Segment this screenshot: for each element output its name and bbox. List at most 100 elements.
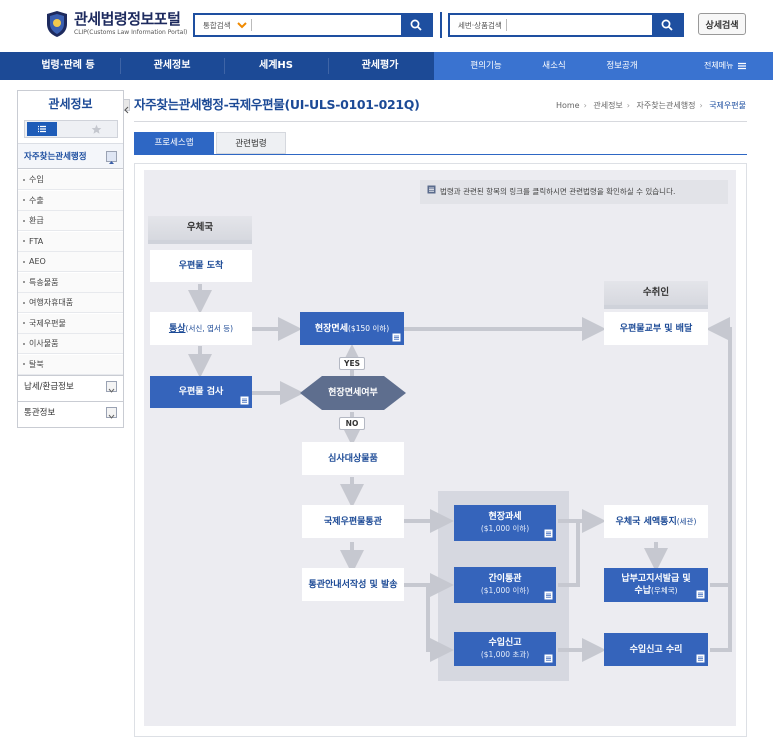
sidebar-item[interactable]: 수출 [18,190,123,211]
node-tax-notification: 우체국 세액통지(세관) [604,505,708,538]
node-simple-clearance[interactable]: 간이통관 ($1,000 이하) [454,567,556,603]
chevron-down-icon [236,22,247,29]
node-regular-mail[interactable]: 통상(서신, 엽서 등) [150,312,252,345]
sidebar-item-label: 국제우편물 [29,318,66,328]
sidebar-item[interactable]: 환급 [18,211,123,231]
divider [505,19,507,31]
sidebar-section-tax-refund[interactable]: 납세/환급정보 [18,375,123,397]
main-navigation: 법령·판례 등 관세정보 세계HS 관세평가 편의기능 새소식 정보공개 전체메… [0,52,773,80]
node-payment-notice[interactable]: 납부고지서발급 및 수납(우체국) [604,568,708,602]
integrated-search-button[interactable] [401,15,431,35]
node-label: 수입신고 수리 [629,644,683,655]
node-sublabel: (서신, 엽서 등) [185,323,234,333]
detail-search-button[interactable]: 상세검색 [698,13,746,35]
list-icon [38,125,46,133]
customs-emblem-icon [46,10,68,38]
gnb-valuation[interactable]: 관세평가 [361,60,399,71]
star-icon [91,124,101,134]
node-import-acceptance[interactable]: 수입신고 수리 [604,633,708,666]
bullet [23,363,25,365]
hs-search-label: 세번·상품검색 [458,20,502,30]
law-link-icon [240,396,249,405]
node-label: 간이통관 [488,574,522,584]
expand-toggle[interactable] [106,407,117,419]
hs-search-button[interactable] [652,15,682,35]
logo[interactable]: 관세법령정보포털 CLIP(Customs Law Information Po… [46,10,196,42]
breadcrumb-home[interactable]: Home [555,101,580,110]
breadcrumb-frequent[interactable]: 자주찾는관세행정 [636,101,696,110]
divider [328,58,329,74]
all-menu-label: 전체메뉴 [704,61,734,70]
node-mail-inspection[interactable]: 우편물 검사 [150,376,252,408]
sidebar-section-label: 납세/환급정보 [24,382,74,392]
gnb-news[interactable]: 새소식 [542,61,566,71]
sidebar-item[interactable]: 특송물품 [18,272,123,293]
node-sublabel: (우체국) [651,586,678,595]
node-label: 현장과세 [488,512,522,522]
node-onsite-exemption[interactable]: 현장면세($150 이하) [300,312,404,345]
sidebar-item[interactable]: 국제우편물 [18,313,123,334]
node-onsite-tax[interactable]: 현장과세 ($1,000 이하) [454,505,556,541]
bullet [23,240,25,242]
node-label: 우체국 세액통지 [615,516,677,527]
law-link-icon [544,591,553,600]
divider [224,58,225,74]
gnb-disclosure[interactable]: 정보공개 [606,61,638,71]
breadcrumb-customs-info[interactable]: 관세정보 [593,101,623,110]
sidebar-section-label: 통관정보 [24,408,56,418]
integrated-search-input[interactable] [255,15,401,35]
search-icon [410,19,422,31]
decision-label: 현장면세여부 [328,388,378,398]
logo-subtitle: CLIP(Customs Law Information Portal) [74,29,188,36]
sidebar-item-label: 환급 [29,216,44,225]
hs-search-input[interactable] [510,15,652,35]
node-import-declaration[interactable]: 수입신고 ($1,000 초과) [454,632,556,666]
divider [250,19,252,31]
sidebar-item[interactable]: 탈북 [18,354,123,375]
sidebar-item[interactable]: 이사물품 [18,334,123,354]
gnb-customs-info[interactable]: 관세정보 [153,60,191,71]
sidebar-item[interactable]: 여행자휴대품 [18,293,123,313]
search-type-select[interactable]: 통합검색 [195,15,247,35]
node-label: 수납 [634,586,651,596]
chevron-left-icon [124,106,129,114]
sidebar-item-label: 특송물품 [29,277,59,287]
sidebar-item-label: AEO [29,257,46,266]
bullet [23,260,25,263]
law-link-icon [392,333,401,342]
favorites-tab[interactable] [89,122,103,136]
collapse-toggle[interactable] [106,151,117,164]
chevron-down-icon [108,388,115,393]
expand-toggle[interactable] [106,381,117,393]
sidebar-section-frequent[interactable]: 자주찾는관세행정 [18,143,123,169]
node-mail-arrival: 우편물 도착 [150,250,252,282]
sidebar-section-clearance[interactable]: 통관정보 [18,401,123,423]
gnb-laws[interactable]: 법령·판례 등 [41,60,95,71]
sidebar-item[interactable]: FTA [18,231,123,252]
tab-related-laws[interactable]: 관련법령 [216,132,286,154]
gnb-world-hs[interactable]: 세계HS [259,60,293,71]
law-link-icon [427,180,436,204]
node-sublabel: ($150 이하) [348,323,390,333]
gnb-convenience[interactable]: 편의기능 [470,61,502,71]
divider [440,12,442,38]
sidebar-item[interactable]: AEO [18,252,123,272]
all-menu-button[interactable]: 전체메뉴 [704,52,747,80]
sidebar-item[interactable]: 수입 [18,170,123,190]
hs-search: 세번·상품검색 [448,13,684,37]
node-label: 납부고지서발급 및 [621,574,691,584]
bullet [23,178,25,181]
notice-text: 법령과 관련된 항목의 링크를 클릭하시면 관련법령을 확인하실 수 있습니다. [440,187,676,196]
sidebar-section-label: 자주찾는관세행정 [24,152,87,162]
node-clearance-notice: 통관안내서작성 및 발송 [302,568,404,601]
sidebar-item-label: 이사물품 [29,339,59,348]
tab-process-map[interactable]: 프로세스맵 [134,132,214,154]
sidebar-collapse-button[interactable] [123,99,130,114]
node-mail-delivery: 우편물교부 및 배달 [604,312,708,345]
notice-bar: 법령과 관련된 항목의 링크를 클릭하시면 관련법령을 확인하실 수 있습니다. [420,180,728,204]
list-view-tab[interactable] [27,122,57,136]
law-link-icon [544,654,553,663]
search-icon [661,19,673,31]
